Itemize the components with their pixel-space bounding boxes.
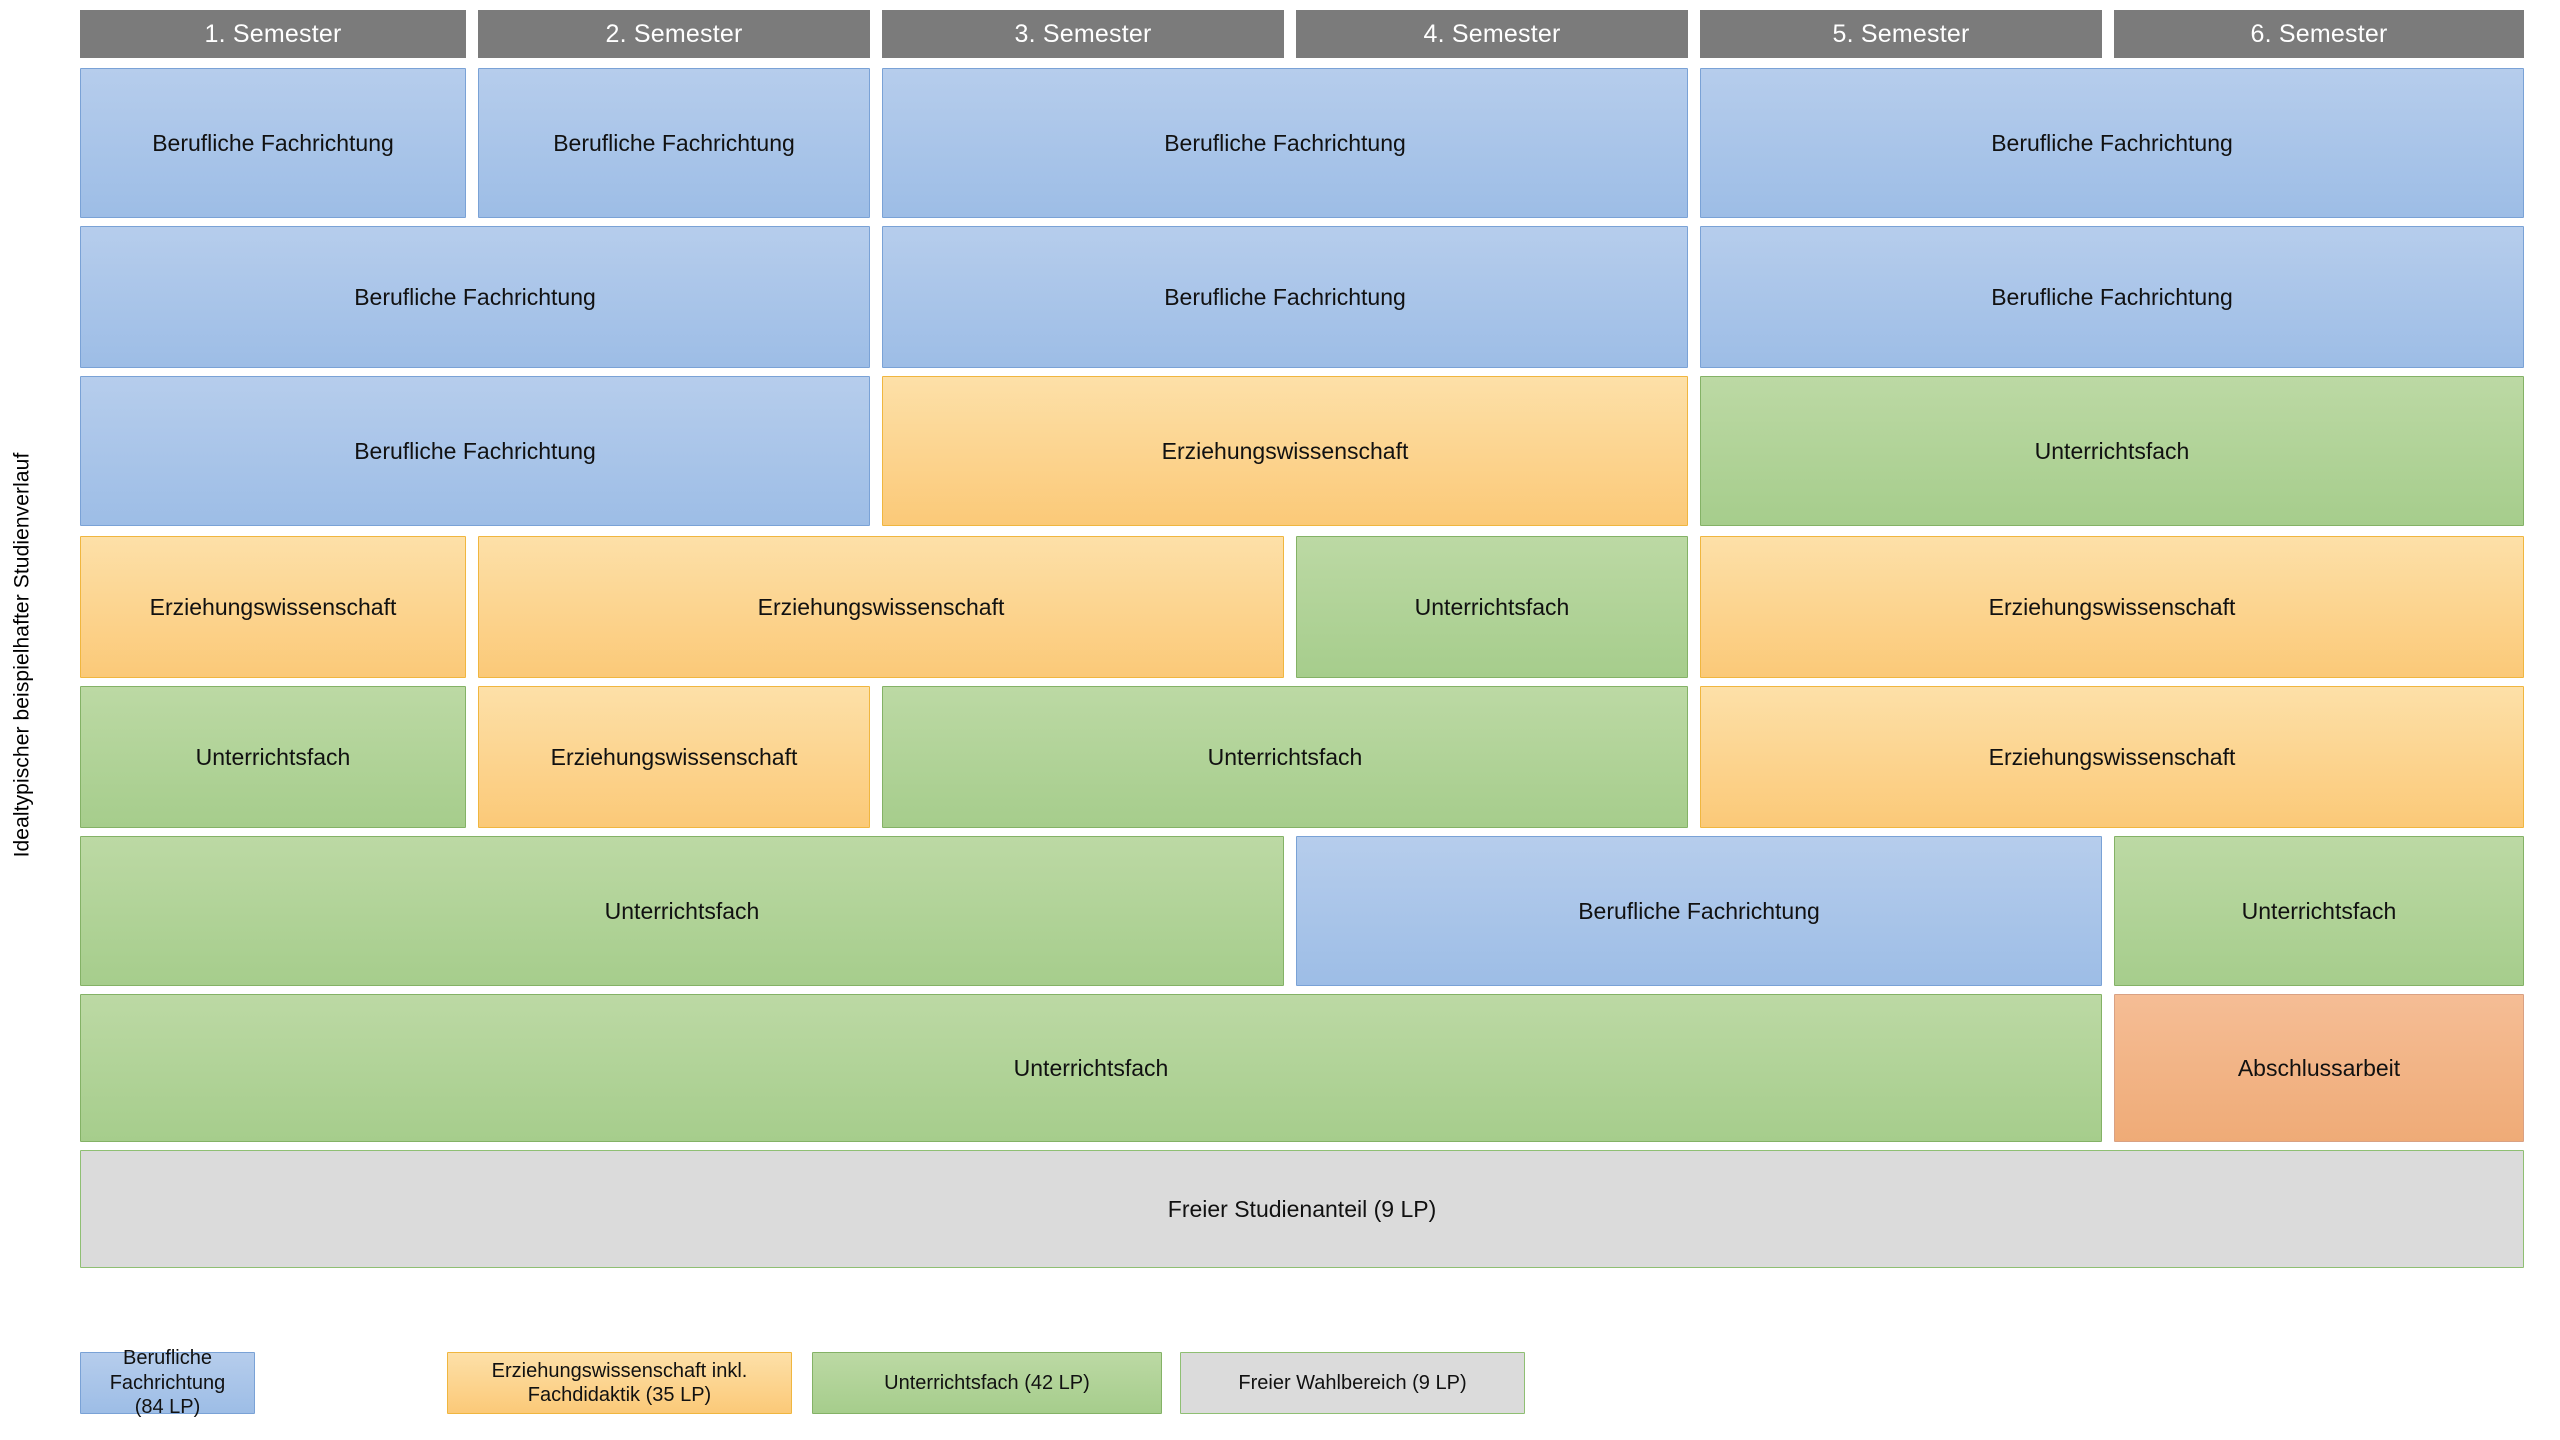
- plan-block-label: Unterrichtsfach: [1414, 593, 1570, 620]
- plan-block-berufliche_fachrichtung: Berufliche Fachrichtung: [478, 68, 870, 218]
- plan-block-unterrichtsfach: Unterrichtsfach: [80, 836, 1284, 986]
- plan-block-label: Erziehungswissenschaft: [1988, 743, 2236, 770]
- plan-block-unterrichtsfach: Unterrichtsfach: [1700, 376, 2524, 526]
- plan-block-label: Berufliche Fachrichtung: [1991, 129, 2233, 156]
- plan-block-berufliche_fachrichtung: Berufliche Fachrichtung: [80, 376, 870, 526]
- plan-block-unterrichtsfach: Unterrichtsfach: [80, 686, 466, 828]
- plan-block-erziehungswissenschaft: Erziehungswissenschaft: [478, 686, 870, 828]
- legend-item-freier_wahlbereich: Freier Wahlbereich (9 LP): [1180, 1352, 1525, 1414]
- plan-block-label: Unterrichtsfach: [195, 743, 351, 770]
- plan-block-label: Erziehungswissenschaft: [550, 743, 798, 770]
- semester-header-4: 4. Semester: [1296, 10, 1688, 58]
- plan-block-freier_studienanteil: Freier Studienanteil (9 LP): [80, 1150, 2524, 1268]
- plan-block-label: Freier Studienanteil (9 LP): [1167, 1195, 1437, 1222]
- plan-block-label: Erziehungswissenschaft: [149, 593, 397, 620]
- plan-block-label: Erziehungswissenschaft: [757, 593, 1005, 620]
- plan-block-label: Berufliche Fachrichtung: [354, 437, 596, 464]
- plan-block-berufliche_fachrichtung: Berufliche Fachrichtung: [80, 68, 466, 218]
- plan-block-unterrichtsfach: Unterrichtsfach: [882, 686, 1688, 828]
- legend-item-erziehungswissenschaft: Erziehungswissenschaft inkl. Fachdidakti…: [447, 1352, 792, 1414]
- plan-block-erziehungswissenschaft: Erziehungswissenschaft: [80, 536, 466, 678]
- plan-block-unterrichtsfach: Unterrichtsfach: [1296, 536, 1688, 678]
- plan-block-berufliche_fachrichtung: Berufliche Fachrichtung: [80, 226, 870, 368]
- legend-item-label: Erziehungswissenschaft inkl. Fachdidakti…: [491, 1359, 748, 1406]
- plan-block-erziehungswissenschaft: Erziehungswissenschaft: [1700, 536, 2524, 678]
- plan-block-label: Unterrichtsfach: [2034, 437, 2190, 464]
- plan-block-label: Berufliche Fachrichtung: [1991, 283, 2233, 310]
- legend-item-berufliche_fachrichtung: Berufliche Fachrichtung (84 LP): [80, 1347, 255, 1418]
- plan-block-label: Abschlussarbeit: [2237, 1054, 2401, 1081]
- vertical-axis-label: Idealtypischer beispielhafter Studienver…: [0, 0, 44, 1310]
- plan-block-label: Erziehungswissenschaft: [1988, 593, 2236, 620]
- plan-block-label: Unterrichtsfach: [604, 897, 760, 924]
- semester-header-2: 2. Semester: [478, 10, 870, 58]
- semester-header-1: 1. Semester: [80, 10, 466, 58]
- plan-block-berufliche_fachrichtung: Berufliche Fachrichtung: [882, 68, 1688, 218]
- semester-header-label: 2. Semester: [605, 19, 743, 48]
- plan-block-label: Berufliche Fachrichtung: [354, 283, 596, 310]
- plan-block-berufliche_fachrichtung: Berufliche Fachrichtung: [882, 226, 1688, 368]
- semester-header-label: 1. Semester: [204, 19, 342, 48]
- plan-block-label: Erziehungswissenschaft: [1161, 437, 1409, 464]
- plan-block-label: Berufliche Fachrichtung: [1578, 897, 1820, 924]
- plan-block-berufliche_fachrichtung: Berufliche Fachrichtung: [1700, 68, 2524, 218]
- plan-block-unterrichtsfach: Unterrichtsfach: [2114, 836, 2524, 986]
- semester-header-3: 3. Semester: [882, 10, 1284, 58]
- plan-block-label: Berufliche Fachrichtung: [1164, 129, 1406, 156]
- plan-block-erziehungswissenschaft: Erziehungswissenschaft: [882, 376, 1688, 526]
- plan-block-erziehungswissenschaft: Erziehungswissenschaft: [478, 536, 1284, 678]
- semester-header-5: 5. Semester: [1700, 10, 2102, 58]
- plan-block-abschlussarbeit: Abschlussarbeit: [2114, 994, 2524, 1142]
- semester-header-label: 3. Semester: [1014, 19, 1152, 48]
- plan-block-label: Unterrichtsfach: [1013, 1054, 1169, 1081]
- plan-block-label: Berufliche Fachrichtung: [1164, 283, 1406, 310]
- semester-header-6: 6. Semester: [2114, 10, 2524, 58]
- plan-block-label: Unterrichtsfach: [2241, 897, 2397, 924]
- semester-header-label: 5. Semester: [1832, 19, 1970, 48]
- semester-header-label: 6. Semester: [2250, 19, 2388, 48]
- legend-item-label: Berufliche Fachrichtung (84 LP): [109, 1347, 226, 1419]
- legend-item-label: Freier Wahlbereich (9 LP): [1238, 1371, 1467, 1394]
- plan-block-erziehungswissenschaft: Erziehungswissenschaft: [1700, 686, 2524, 828]
- plan-block-label: Berufliche Fachrichtung: [152, 129, 394, 156]
- plan-block-label: Unterrichtsfach: [1207, 743, 1363, 770]
- legend-item-unterrichtsfach: Unterrichtsfach (42 LP): [812, 1352, 1162, 1414]
- plan-block-label: Berufliche Fachrichtung: [553, 129, 795, 156]
- legend-item-label: Unterrichtsfach (42 LP): [884, 1371, 1090, 1394]
- plan-block-berufliche_fachrichtung: Berufliche Fachrichtung: [1296, 836, 2102, 986]
- plan-block-berufliche_fachrichtung: Berufliche Fachrichtung: [1700, 226, 2524, 368]
- semester-header-label: 4. Semester: [1423, 19, 1561, 48]
- plan-block-unterrichtsfach: Unterrichtsfach: [80, 994, 2102, 1142]
- axis-label-text: Idealtypischer beispielhafter Studienver…: [10, 452, 33, 858]
